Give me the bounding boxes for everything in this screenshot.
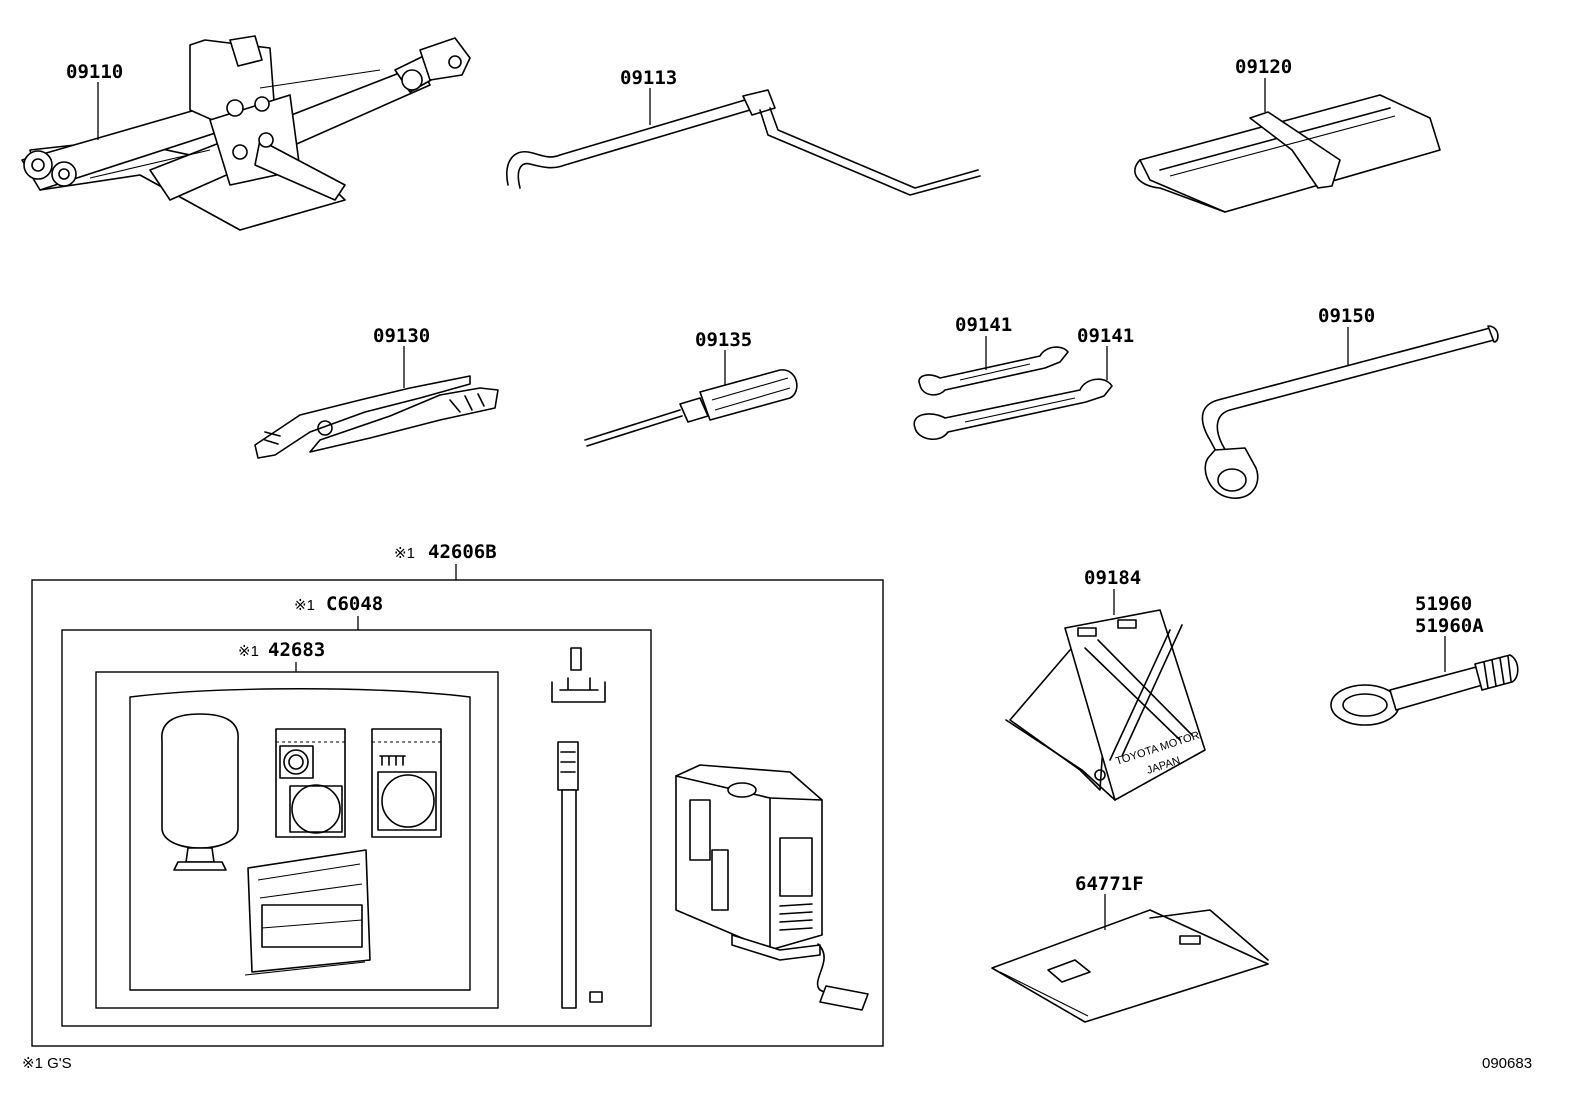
compressor-drawing	[675, 764, 869, 1011]
part-label-towing-eye-a: 51960	[1415, 593, 1472, 615]
sealant-box	[95, 671, 499, 1009]
screwdriver-drawing	[584, 369, 798, 447]
part-label-wheel-wrench: 09150	[1318, 305, 1375, 327]
part-label-tool-bag: 09120	[1235, 56, 1292, 78]
set-marker: ※1	[294, 597, 315, 614]
part-label-pliers: 09130	[373, 325, 430, 347]
valve-tool-drawing	[551, 647, 606, 1009]
part-label-repair-set: C6048	[326, 593, 383, 615]
part-label-jack-handle: 09113	[620, 67, 677, 89]
part-label-tire-repair-kit: 42606B	[428, 541, 497, 563]
part-label-screwdriver: 09135	[695, 329, 752, 351]
scissor-jack-drawing	[21, 35, 471, 231]
part-label-jack: 09110	[66, 61, 123, 83]
document-case-drawing	[991, 909, 1269, 1023]
wrench-drawing	[913, 346, 1113, 440]
tool-bag-drawing	[1134, 94, 1441, 213]
sealant-kit-contents-drawing	[129, 688, 471, 991]
jack-handle-drawing	[506, 89, 981, 196]
kit-marker: ※1	[394, 545, 415, 562]
footnote: ※1 G'S	[22, 1055, 72, 1072]
pliers-drawing	[254, 375, 499, 459]
diagram-code: 090683	[1482, 1055, 1532, 1072]
set-box	[61, 629, 652, 1027]
part-label-wrench-b: 09141	[1077, 325, 1134, 347]
wheel-wrench-drawing	[1201, 325, 1499, 499]
part-label-sealant-kit: 42683	[268, 639, 325, 661]
towing-eye-drawing	[1330, 654, 1519, 726]
part-label-document-case: 64771F	[1075, 873, 1144, 895]
sealant-marker: ※1	[238, 643, 259, 660]
kit-outer-box	[31, 579, 884, 1047]
part-label-wrench-a: 09141	[955, 314, 1012, 336]
wheel-chock-drawing: TOYOTA MOTOR JAPAN	[1005, 609, 1206, 801]
part-label-wheel-chock: 09184	[1084, 567, 1141, 589]
part-label-towing-eye-b: 51960A	[1415, 615, 1484, 637]
